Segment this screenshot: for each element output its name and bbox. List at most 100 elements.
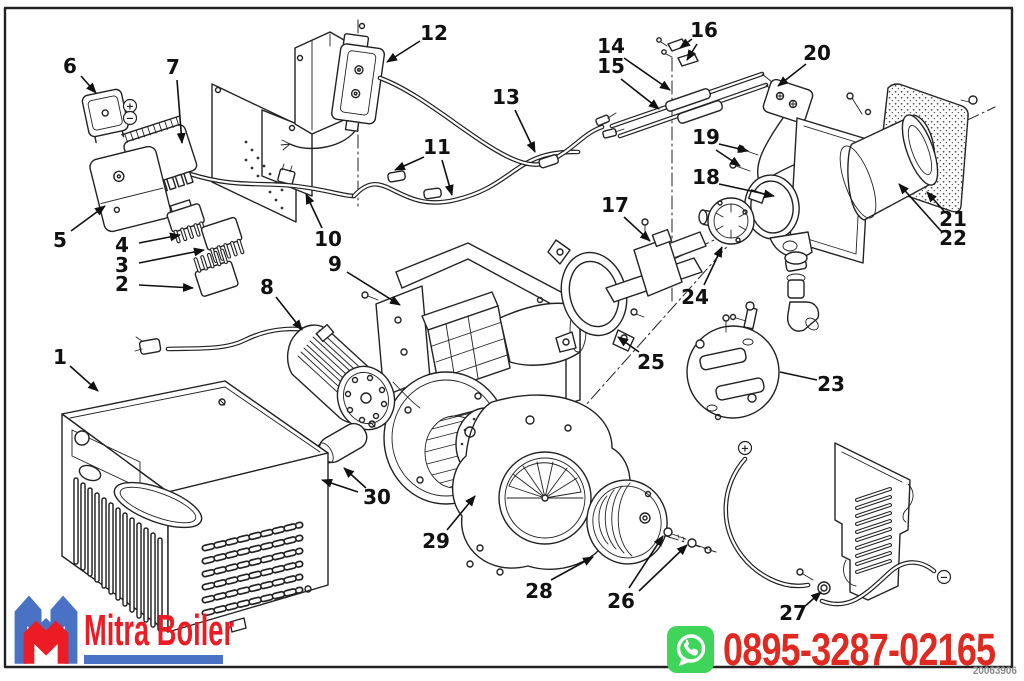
polarity-mark-minus: − [936,569,952,585]
part-motor-8 [134,323,421,431]
callout-arrow-11 [441,159,454,196]
callout-28: 28 [525,579,553,603]
callout-4: 4 [115,233,129,257]
part-valve [729,301,758,339]
callout-arrow-6 [80,75,97,94]
callout-arrow-23 [779,371,818,381]
contact-strip: 0895-3287-02165 [667,626,1024,673]
callout-3: 3 [115,253,129,277]
callout-arrow-25 [617,336,640,353]
callout-arrow-18 [718,183,775,199]
callout-arrow-19 [715,149,741,167]
part-solenoid [331,33,386,132]
callout-24: 24 [681,285,709,309]
svg-text:−: − [126,113,134,124]
part-overload-box [81,88,129,144]
svg-text:+: + [126,101,134,112]
callout-arrow-9 [346,271,401,306]
logo-m-icon [14,595,78,664]
callout-arrow-30 [343,467,367,489]
page-border [3,6,1014,669]
doc-number: 20063906 [972,665,1017,677]
callout-22: 22 [939,226,967,250]
callout-arrow-5 [70,205,106,232]
part-connector-2 [193,248,239,297]
part-nozzle-holder-17 [605,218,707,303]
callout-19: 19 [692,125,720,149]
callout-1: 1 [53,345,67,369]
callout-29: 29 [422,529,450,553]
polarity-mark-plus: + [122,98,138,114]
callout-arrow-8 [275,296,303,331]
polarity-mark-plus: + [737,440,753,456]
callout-13: 13 [492,85,520,109]
callout-arrow-24 [703,246,723,286]
callout-20: 20 [803,41,831,65]
callout-arrow-10 [305,193,323,229]
callout-9: 9 [328,252,342,276]
logo-underline [84,655,223,664]
callout-30: 30 [363,485,391,509]
callout-arrow-15 [620,78,660,110]
svg-text:+: + [741,443,749,454]
callout-15: 15 [597,54,625,78]
callout-arrow-20 [777,63,807,87]
callout-26: 26 [607,589,635,613]
callout-12: 12 [420,21,448,45]
callout-11: 11 [423,135,451,159]
callout-arrow-14 [623,57,671,91]
callout-arrow-16 [679,38,693,49]
callout-arrow-30 [321,478,359,493]
part-cable-13 [380,78,625,169]
callout-arrow-26 [638,544,688,592]
callout-25: 25 [637,350,665,374]
callout-arrow-19 [718,143,749,154]
part-connector-4 [166,199,207,244]
svg-text:−: − [940,572,948,583]
callout-arrow-16 [686,43,698,61]
part-rear-cover-27 [726,442,934,604]
callout-2: 2 [115,272,129,296]
brand-logo: Mitra Boiler [11,580,251,666]
callout-arrow-17 [623,216,651,242]
part-oil-fittings [784,251,820,332]
phone-number: 0895-3287-02165 [723,624,996,675]
part-control-box [89,145,172,233]
callout-arrow-13 [514,109,536,153]
callout-16: 16 [690,18,718,42]
part-air-box [421,291,511,393]
callout-10: 10 [314,227,342,251]
callout-arrow-29 [446,495,476,531]
part-cable-11 [354,152,578,203]
callout-5: 5 [53,228,67,252]
part-combustion-head-24 [698,197,755,245]
callout-arrow-11 [394,156,425,171]
callout-arrow-4 [138,232,181,244]
part-screws-26 [663,527,712,554]
callout-18: 18 [692,165,720,189]
callout-14: 14 [597,34,625,58]
callout-17: 17 [601,193,629,217]
callout-arrow-3 [138,247,205,264]
part-damper-disc [586,479,668,565]
callout-arrow-21 [926,191,945,212]
callout-arrow-7 [176,79,186,144]
polarity-mark-minus: − [122,110,138,126]
brand-name: Mitra Boiler [84,606,235,655]
part-connector-3 [200,216,245,263]
callout-arrow-2 [138,282,194,292]
whatsapp-icon [667,626,714,673]
part-burner-cover-1 [61,380,329,633]
callout-27: 27 [779,601,807,625]
callout-arrow-22 [898,183,942,232]
callout-arrow-27 [803,591,822,608]
callout-23: 23 [817,372,845,396]
part-nozzle-detail-23 [686,314,780,421]
callout-6: 6 [63,54,77,78]
callout-8: 8 [260,275,274,299]
callout-arrow-28 [550,556,594,581]
callout-arrow-1 [69,365,99,392]
